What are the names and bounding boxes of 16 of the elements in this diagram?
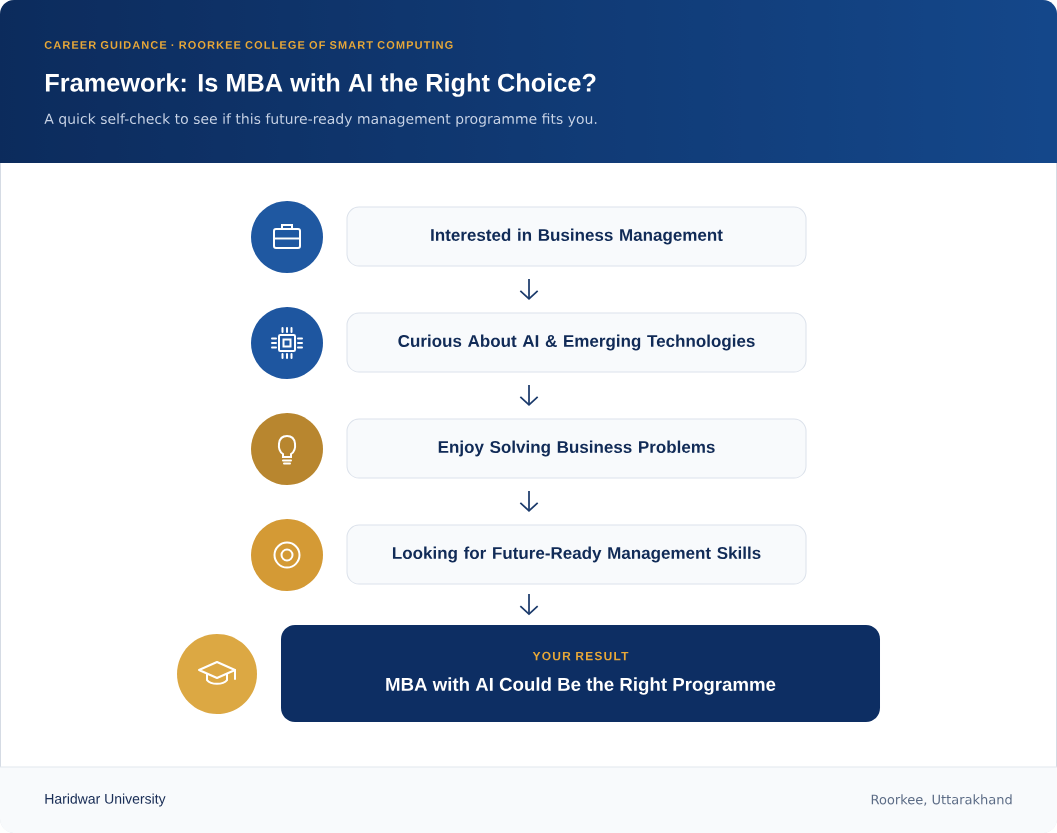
result-box bbox=[281, 625, 880, 722]
arrow bbox=[519, 278, 539, 300]
subtitle: A quick self-check to see if this future-ready management programme fits you. bbox=[44, 113, 597, 127]
step-box: Looking for Future-Ready Management Skills bbox=[346, 524, 807, 585]
title: Framework: Is MBA with AI the Right Choice? bbox=[45, 73, 596, 97]
step-box: Interested in Business Management bbox=[346, 206, 807, 267]
footer-text: Roorkee, Uttarakhand bbox=[871, 794, 1012, 806]
arrow bbox=[519, 384, 539, 406]
arrow bbox=[519, 490, 539, 512]
step-box: Enjoy Solving Business Problems bbox=[346, 418, 807, 479]
result-text: MBA with AI Could Be the Right Programme bbox=[386, 677, 776, 695]
step-box: Curious About AI & Emerging Technologies bbox=[346, 312, 807, 373]
kicker-text: CAREER GUIDANCE · ROORKEE COLLEGE OF SMART COMPUTING bbox=[44, 41, 453, 49]
arrow bbox=[519, 593, 539, 616]
result-heading: YOUR RESULT bbox=[532, 651, 629, 661]
footer-text: Haridwar University bbox=[45, 793, 166, 807]
